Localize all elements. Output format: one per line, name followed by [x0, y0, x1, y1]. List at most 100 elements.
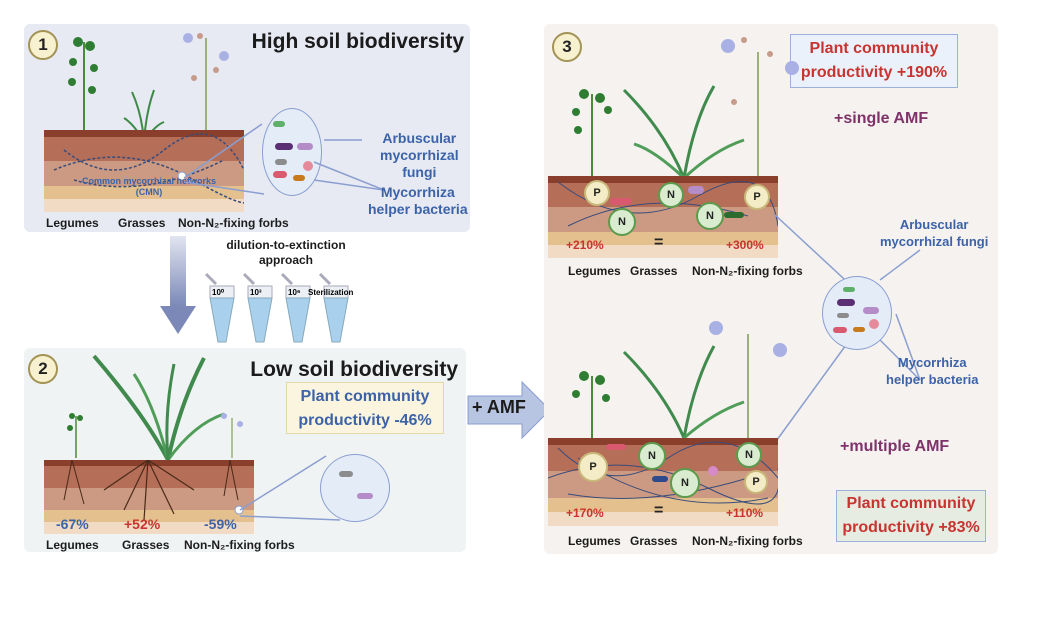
panel-high-biodiversity: 1 High soil biodiversity Common mycorrhi…	[24, 24, 470, 232]
label-forbs: Non-N₂-fixing forbs	[692, 534, 803, 548]
method-line1: dilution-to-extinction	[226, 238, 346, 252]
bacterium-icon	[275, 143, 293, 150]
zoom-connector-lines	[239, 455, 341, 521]
nodule-n: N	[670, 468, 700, 498]
change-forbs: -59%	[204, 516, 237, 532]
callout-mhb-line2: helper bacteria	[886, 372, 979, 387]
label-forbs: Non-N₂-fixing forbs	[184, 538, 295, 552]
callout-amf: Arbuscular mycorrhizal fungi	[880, 216, 988, 250]
change-legumes: +170%	[566, 506, 604, 520]
change-grasses: +52%	[124, 516, 161, 532]
legume-plant-icon	[68, 37, 98, 140]
microbe-zoom-circle	[262, 108, 322, 196]
tube-icon	[204, 272, 235, 343]
change-legumes: +210%	[566, 238, 604, 252]
label-forbs: Non-N₂-fixing forbs	[692, 264, 803, 278]
change-legumes: -67%	[56, 516, 89, 532]
nodule-n: N	[736, 442, 762, 468]
legume-plant-icon	[67, 413, 83, 458]
callout-amf-line1: Arbuscular	[899, 217, 969, 232]
multiple-amf-label: +multiple AMF	[840, 438, 950, 455]
callout-amf-line2: mycorrhizal fungi	[880, 234, 989, 249]
nodule-p: P	[744, 470, 768, 494]
bacterium-icon	[606, 444, 626, 450]
grass-plant-icon	[92, 354, 225, 461]
nodule-p: P	[578, 452, 608, 482]
panel-low-biodiversity: 2 Low soil biodiversity Plant community …	[24, 348, 466, 552]
roots-icon	[63, 460, 244, 521]
label-legumes: Legumes	[46, 538, 99, 552]
forb-plant-icon	[183, 33, 229, 142]
panel2-title: Low soil biodiversity	[250, 358, 458, 381]
bacterium-icon	[837, 313, 849, 318]
forb-plant-icon	[221, 413, 243, 458]
nodule-n: N	[608, 208, 636, 236]
microbe-zoom-circle	[822, 276, 892, 350]
tube-icon	[280, 272, 311, 343]
label-legumes: Legumes	[568, 534, 621, 548]
amf-arrow-label: + AMF	[472, 397, 526, 417]
label-forbs: Non-N₂-fixing forbs	[178, 216, 289, 230]
productivity-line2: productivity +83%	[842, 519, 980, 536]
callout-amf-line2: mycorrhizal	[380, 147, 459, 163]
method-line2: approach	[258, 253, 313, 267]
nodule-n: N	[658, 182, 684, 208]
bacterium-icon	[843, 287, 855, 292]
callout-amf: Arbuscular mycorrhizal fungi	[380, 130, 459, 181]
productivity-line1: Plant community	[300, 388, 430, 405]
amf-arrow-icon	[467, 380, 551, 440]
microbe-zoom-circle	[320, 454, 390, 522]
nodule-n: N	[638, 442, 666, 470]
label-legumes: Legumes	[568, 264, 621, 278]
label-grasses: Grasses	[122, 538, 170, 552]
single-amf-label: +single AMF	[834, 110, 929, 127]
tube-icon	[318, 272, 349, 343]
grass-plant-icon	[622, 345, 745, 440]
step-badge-3: 3	[552, 32, 582, 62]
panel1-title: High soil biodiversity	[251, 30, 464, 53]
dilution-method-label: dilution-to-extinction approach	[206, 238, 366, 268]
bacterium-icon	[708, 466, 718, 476]
nodule-p: P	[584, 180, 610, 206]
callout-helper-bacteria: Mycorrhiza helper bacteria	[368, 184, 468, 218]
cmn-abbrev-text: (CMN)	[135, 187, 163, 197]
forb-plant-icon	[721, 37, 799, 178]
bacterium-icon	[275, 159, 287, 165]
soil-profile: Common mycorrhizal networks (CMN)	[44, 130, 244, 212]
bacterium-icon	[837, 299, 855, 306]
productivity-line1: Plant community	[809, 40, 939, 57]
callout-helper-bacteria: Mycorrhiza helper bacteria	[886, 354, 979, 388]
callout-amf-line1: Arbuscular	[382, 130, 457, 146]
change-grasses: =	[654, 234, 664, 251]
bacterium-icon	[273, 121, 285, 127]
soil-profile-multiple: P N N N P +170% = +110%	[548, 438, 778, 526]
bacterium-icon	[357, 493, 373, 499]
tube-icon	[242, 272, 273, 343]
label-grasses: Grasses	[630, 264, 678, 278]
forb-plant-icon	[709, 321, 787, 438]
soil-profile: -67% +52% -59%	[44, 460, 254, 534]
bacterium-icon	[293, 175, 305, 181]
tube-label-2: 10³	[250, 288, 262, 297]
cmn-label-text: Common mycorrhizal networks	[81, 176, 217, 186]
productivity-box-single: Plant community productivity +190%	[790, 34, 958, 88]
productivity-line1: Plant community	[846, 495, 976, 512]
label-grasses: Grasses	[118, 216, 166, 230]
callout-mhb-line1: Mycorrhiza	[380, 184, 455, 200]
grass-plant-icon	[622, 85, 745, 180]
bacterium-icon	[652, 476, 668, 482]
bacterium-icon	[688, 186, 704, 194]
bacterium-icon	[610, 198, 632, 205]
bacterium-icon	[863, 307, 879, 314]
callout-amf-line3: fungi	[402, 164, 437, 180]
bacterium-icon	[724, 212, 744, 218]
nodule-p: P	[744, 184, 770, 210]
productivity-line2: productivity +190%	[800, 64, 948, 81]
bacterium-icon	[869, 319, 879, 329]
tube-label-1: 10⁰	[212, 288, 225, 297]
step-badge-1: 1	[28, 30, 58, 60]
down-arrow-icon	[160, 236, 196, 334]
panel-amf-inoculation: 3 Plant community productivity +190% +si…	[544, 24, 998, 554]
bacterium-icon	[833, 327, 847, 333]
change-grasses: =	[654, 502, 664, 519]
